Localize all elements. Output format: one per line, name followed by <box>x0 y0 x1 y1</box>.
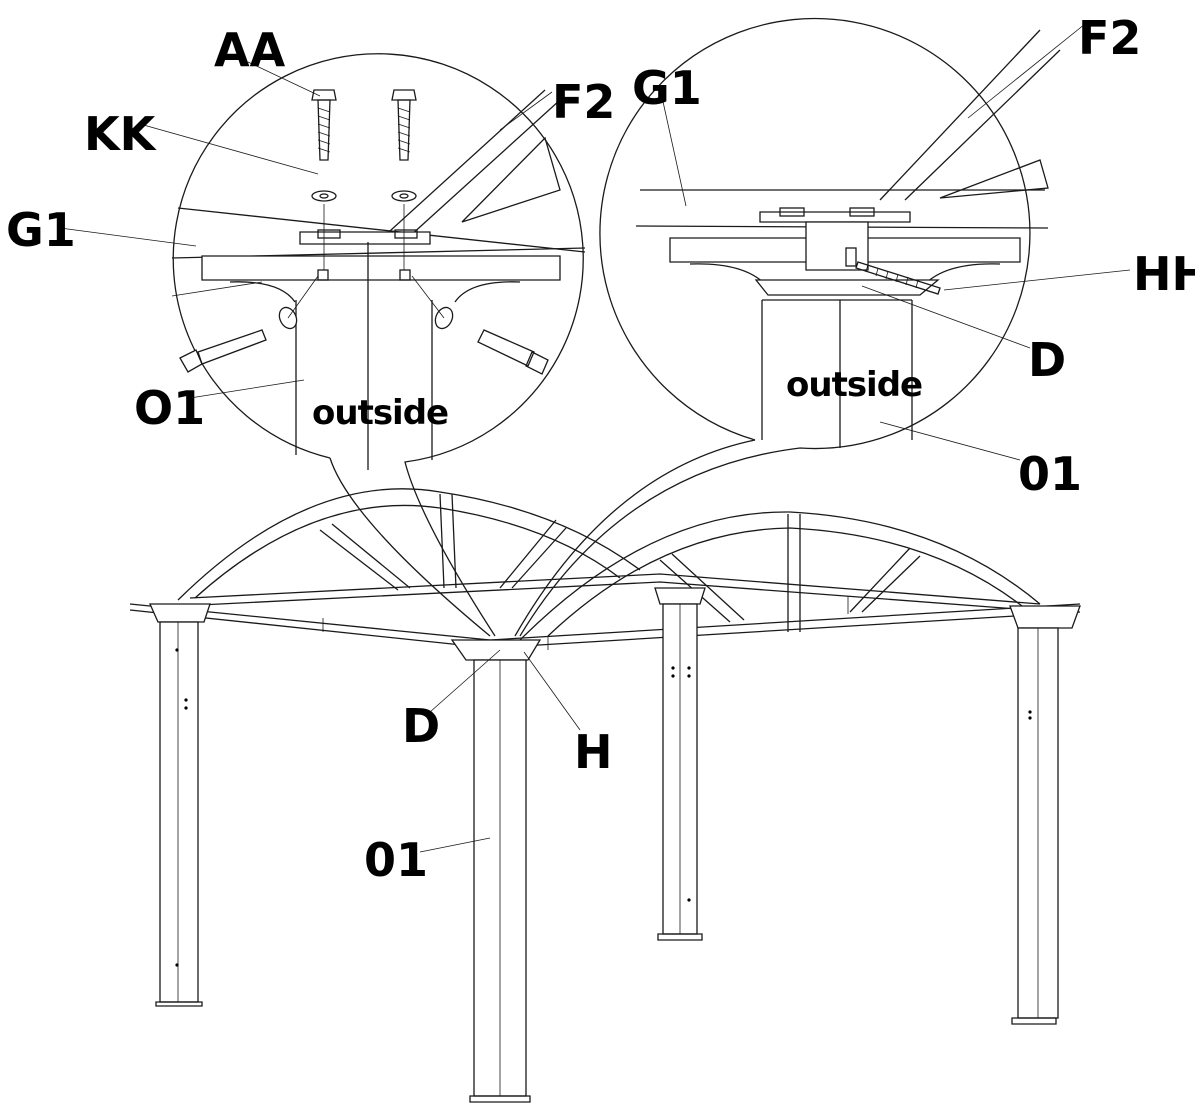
leader-aa <box>247 61 321 97</box>
leader-kk <box>139 123 319 175</box>
left-bolt-side-1 <box>179 275 319 373</box>
label-h-main: H <box>574 725 613 779</box>
left-screw-aa-1 <box>311 89 337 202</box>
part-labels: AA KK G1 F2 O1 outside G1 F2 HH D outsid… <box>6 11 1195 887</box>
right-screw-hh <box>845 247 941 295</box>
right-f2-rafter <box>879 29 1061 201</box>
leader-h-main <box>523 651 581 731</box>
left-column <box>295 242 433 470</box>
left-top-plate <box>299 231 431 245</box>
label-f2-left: F2 <box>552 75 615 129</box>
right-arch-post <box>787 514 801 632</box>
leader-f2-right <box>967 19 1091 119</box>
leader-d-right <box>861 285 1031 349</box>
left-f2-rafter <box>379 89 561 241</box>
right-arch-outer <box>519 511 1041 641</box>
leader-d-main <box>429 649 501 713</box>
label-outside-right: outside <box>786 365 922 405</box>
left-arch-brace-1 <box>319 523 411 591</box>
label-hh: HH <box>1133 247 1195 301</box>
right-arch-brace-2 <box>849 547 921 613</box>
right-top-plate <box>759 211 911 223</box>
leader-g1-right <box>659 87 687 207</box>
leader-lines <box>59 19 1131 853</box>
label-kk: KK <box>84 107 158 161</box>
post-left <box>148 603 211 1007</box>
back-beam-bottom <box>199 581 1031 611</box>
gazebo-frame <box>129 488 1081 1103</box>
leader-bracket-left <box>171 281 263 297</box>
left-callout-tail <box>329 457 491 637</box>
leader-o1-main <box>419 837 491 853</box>
front-beam-bottom <box>129 609 1081 649</box>
right-arch-inner <box>547 527 1023 637</box>
left-screw-aa-2 <box>391 89 417 202</box>
right-f2-brace <box>939 159 1049 199</box>
leader-o1-right <box>879 421 1021 461</box>
label-f2-right: F2 <box>1078 11 1141 65</box>
post-back <box>654 587 706 941</box>
left-crossbeam-curve <box>229 281 521 303</box>
left-f2-brace <box>461 136 561 223</box>
right-callout-tail <box>514 439 756 637</box>
left-arch-inner <box>194 504 621 599</box>
leader-o1-left <box>189 379 305 399</box>
beam-joints <box>322 596 849 650</box>
leader-g1-left <box>59 227 197 247</box>
label-o1-left: O1 <box>134 381 205 435</box>
left-bolt-side-2 <box>411 275 549 375</box>
front-beam-top <box>129 603 1081 641</box>
label-g1-left: G1 <box>6 203 76 257</box>
label-o1-main: 01 <box>364 833 428 887</box>
right-cap-d <box>754 279 940 296</box>
label-outside-left: outside <box>312 393 448 433</box>
label-d-right: D <box>1028 333 1066 387</box>
left-crossbeam <box>201 255 561 281</box>
left-arch-outer <box>177 488 641 601</box>
label-g1-right: G1 <box>632 61 702 115</box>
back-beam-top <box>189 573 1041 605</box>
left-roof-line <box>177 207 586 253</box>
label-d-main: D <box>402 699 440 753</box>
right-column <box>761 300 913 448</box>
leader-hh <box>943 269 1131 291</box>
detail-callout-right <box>514 17 1061 637</box>
post-front <box>450 639 542 1103</box>
left-arch-brace-2 <box>499 519 567 589</box>
left-callout-bubble <box>172 53 584 637</box>
label-aa: AA <box>214 23 286 77</box>
label-o1-right: 01 <box>1018 447 1082 501</box>
right-callout-bubble <box>519 17 1031 637</box>
detail-callout-left <box>171 53 586 637</box>
post-right <box>1009 605 1081 1025</box>
leader-f2-left <box>499 91 553 131</box>
